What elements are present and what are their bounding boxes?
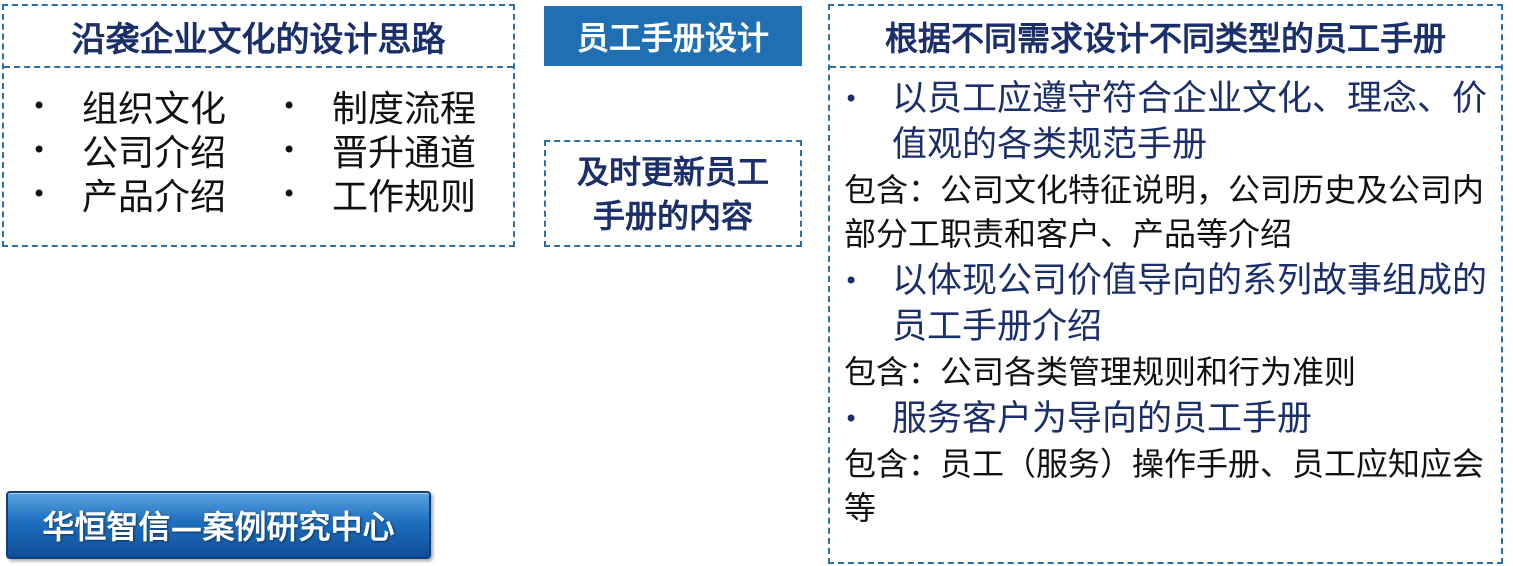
design-approach-title: 沿袭企业文化的设计思路 <box>4 6 513 68</box>
handbook-types-panel: 根据不同需求设计不同类型的员工手册 •以员工应遵守符合企业文化、理念、价值观的各… <box>828 4 1503 564</box>
bullet-icon: • <box>282 136 297 164</box>
include-text: 包含：公司各类管理规则和行为准则 <box>844 353 1357 391</box>
design-approach-panel: 沿袭企业文化的设计思路 •组织文化 •制度流程 •公司介绍 •晋升通道 •产品介… <box>2 4 515 247</box>
handbook-types-list: •以员工应遵守符合企业文化、理念、价值观的各类规范手册 包含：公司文化特征说明，… <box>844 76 1491 532</box>
list-item: •制度流程 <box>282 89 477 130</box>
design-approach-list: •组织文化 •制度流程 •公司介绍 •晋升通道 •产品介绍 •工作规则 <box>32 84 503 218</box>
list-item: •工作规则 <box>282 177 477 218</box>
handbook-design-title: 员工手册设计 <box>544 6 802 66</box>
logo-banner: 华恒智信—案例研究中心 <box>6 491 431 559</box>
bullet-icon: • <box>844 405 859 433</box>
list-item: •晋升通道 <box>282 133 477 174</box>
bullet-icon: • <box>282 92 297 120</box>
bullet-icon: • <box>32 92 47 120</box>
list-item: •服务客户为导向的员工手册 <box>844 396 1491 442</box>
include-text: 包含：员工（服务）操作手册、员工应知应会等 <box>844 445 1485 527</box>
list-item: •以体现公司价值导向的系列故事组成的员工手册介绍 <box>844 258 1491 350</box>
list-item: •公司介绍 <box>32 133 227 174</box>
list-item: •产品介绍 <box>32 177 227 218</box>
update-handbook-box: 及时更新员工 手册的内容 <box>544 140 802 247</box>
include-text: 包含：公司文化特征说明，公司历史及公司内部分工职责和客户、产品等介绍 <box>844 171 1485 253</box>
bullet-icon: • <box>844 267 859 295</box>
list-item: •组织文化 <box>32 89 227 130</box>
bullet-icon: • <box>282 180 297 208</box>
bullet-icon: • <box>32 136 47 164</box>
list-item: •以员工应遵守符合企业文化、理念、价值观的各类规范手册 <box>844 76 1491 168</box>
handbook-types-title: 根据不同需求设计不同类型的员工手册 <box>830 6 1501 68</box>
bullet-icon: • <box>32 180 47 208</box>
bullet-icon: • <box>844 85 859 113</box>
